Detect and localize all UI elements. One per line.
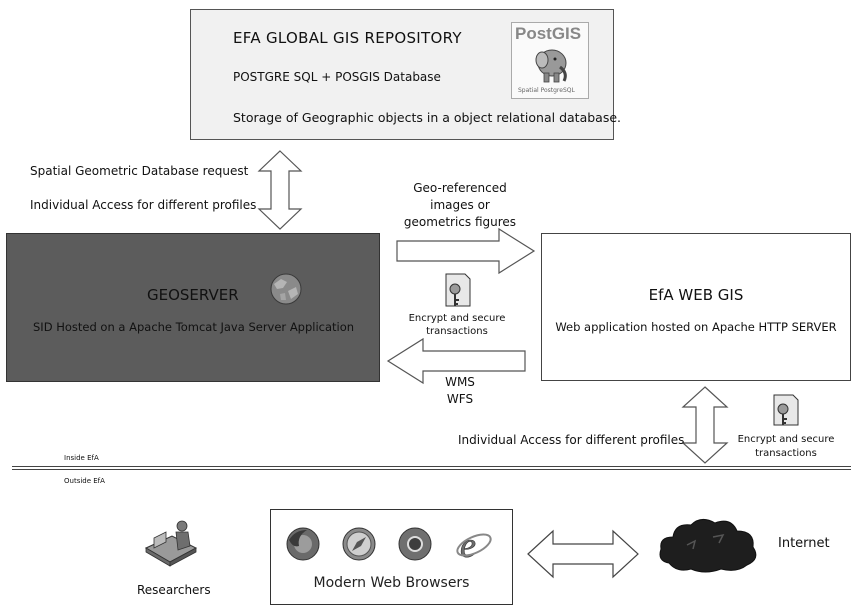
certificate-key-icon-right	[773, 394, 799, 426]
encrypt-middle-line1: Encrypt and secure	[408, 313, 506, 324]
certificate-key-icon	[445, 273, 471, 307]
left-arrow	[386, 337, 526, 385]
right-arrow	[396, 227, 536, 275]
encrypt-right-line2: transactions	[755, 448, 817, 459]
geoserver-globe-icon	[270, 273, 302, 305]
repository-box: EFA GLOBAL GIS REPOSITORY POSTGRE SQL + …	[190, 9, 621, 140]
browsers-label: Modern Web Browsers	[313, 575, 470, 591]
geo-referenced-line3: geometrics figures	[403, 215, 517, 229]
webgis-title: EfA WEB GIS	[648, 286, 744, 304]
researchers-label: Researchers	[137, 583, 211, 597]
individual-access-label-right: Individual Access for different profiles	[458, 433, 685, 447]
individual-access-label-left: Individual Access for different profiles	[30, 198, 257, 212]
wfs-label: WFS	[446, 392, 474, 406]
geoserver-box: GEOSERVER SID Hosted on a Apache Tomcat …	[6, 233, 380, 382]
webgis-access-arrow	[681, 386, 729, 464]
internet-label: Internet	[778, 536, 830, 551]
repository-db-label: POSTGRE SQL + POSGIS Database	[233, 70, 441, 84]
researcher-icon	[144, 520, 198, 567]
outside-efa-label: Outside EfA	[64, 477, 105, 485]
services-label: WMS WFS	[430, 374, 490, 408]
repository-title: EFA GLOBAL GIS REPOSITORY	[233, 29, 462, 47]
repo-geoserver-arrow	[257, 150, 303, 230]
chrome-icon	[398, 527, 432, 561]
wms-label: WMS	[445, 375, 475, 389]
geoserver-subtitle: SID Hosted on a Apache Tomcat Java Serve…	[33, 320, 355, 334]
geoserver-title: GEOSERVER	[147, 286, 239, 304]
elephant-icon	[535, 49, 567, 83]
repository-storage-label: Storage of Geographic objects in a objec…	[233, 110, 622, 125]
zone-divider-top	[12, 466, 851, 467]
internet-explorer-icon: e	[456, 525, 492, 565]
svg-text:e: e	[460, 525, 476, 565]
spatial-request-label: Spatial Geometric Database request	[30, 164, 249, 178]
encrypt-label-middle: Encrypt and secure transactions	[395, 312, 519, 338]
geo-referenced-label: Geo-referenced images or geometrics figu…	[398, 180, 522, 231]
inside-efa-label: Inside EfA	[64, 454, 99, 462]
browser-internet-arrow	[527, 529, 639, 579]
browsers-box: e Modern Web Browsers	[270, 509, 513, 605]
encrypt-label-right: Encrypt and secure transactions	[732, 433, 840, 461]
geo-referenced-line2: images or	[430, 198, 490, 212]
postgis-logo-subtext: Spatial PostgreSQL	[518, 87, 575, 94]
zone-divider-bottom	[12, 469, 851, 470]
webgis-subtitle: Web application hosted on Apache HTTP SE…	[555, 320, 837, 334]
encrypt-right-line1: Encrypt and secure	[737, 434, 835, 445]
postgis-logo-text: PostGIS	[515, 24, 582, 43]
safari-icon	[342, 527, 376, 561]
postgis-logo: PostGIS Spatial PostgreSQL	[511, 22, 589, 99]
geo-referenced-line1: Geo-referenced	[413, 181, 507, 195]
cloud-icon	[659, 519, 757, 573]
encrypt-middle-line2: transactions	[426, 326, 488, 337]
webgis-box: EfA WEB GIS Web application hosted on Ap…	[541, 233, 851, 381]
firefox-icon	[286, 527, 320, 561]
